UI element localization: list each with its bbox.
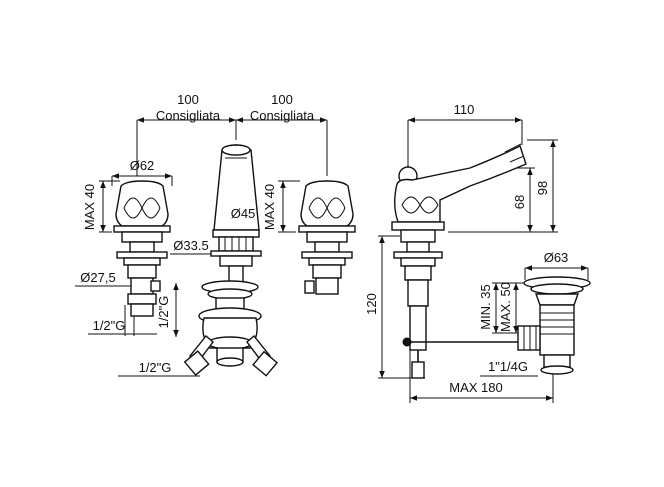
waste-thread-label: 1"1/4G [488, 359, 528, 374]
spout-length-label: 110 [454, 102, 475, 117]
side-view-spout [391, 143, 552, 379]
spout-height-total-label: 98 [535, 181, 550, 195]
rod-length-label: MAX 180 [449, 380, 502, 395]
handle-height-right-label: MAX 40 [262, 184, 277, 230]
left-handle-valve [113, 180, 171, 317]
waste-min-label: MIN. 35 [478, 284, 493, 330]
spout-height-inner-label: 68 [512, 195, 527, 209]
waste-max-label: MAX. 50 [498, 282, 513, 332]
body-height-label: 120 [364, 293, 379, 315]
right-handle-valve [298, 180, 356, 295]
waste-drain [517, 276, 591, 375]
inlet-thread-vertical-label: 1/2"G [156, 296, 171, 329]
spout-diameter-label: Ø45 [231, 206, 256, 221]
handle-height-left-label: MAX 40 [82, 184, 97, 230]
drain-inlet-thread-label: 1/2"G [139, 360, 172, 375]
handle-diameter-label: Ø62 [130, 158, 155, 173]
right-note-label: Consigliata [250, 108, 315, 123]
left-width-label: 100 [177, 92, 199, 107]
dimension-lines [75, 117, 589, 403]
center-spout [183, 144, 279, 377]
waste-diameter-label: Ø63 [544, 250, 569, 265]
inlet-thread-left-label: 1/2"G [93, 318, 126, 333]
nut-diameter-label: Ø27,5 [80, 270, 115, 285]
right-width-label: 100 [271, 92, 293, 107]
dimension-labels: 100 Consigliata 100 Consigliata Ø62 MAX … [80, 92, 568, 395]
spout-base-diameter-label: Ø33.5 [173, 238, 208, 253]
left-note-label: Consigliata [156, 108, 221, 123]
